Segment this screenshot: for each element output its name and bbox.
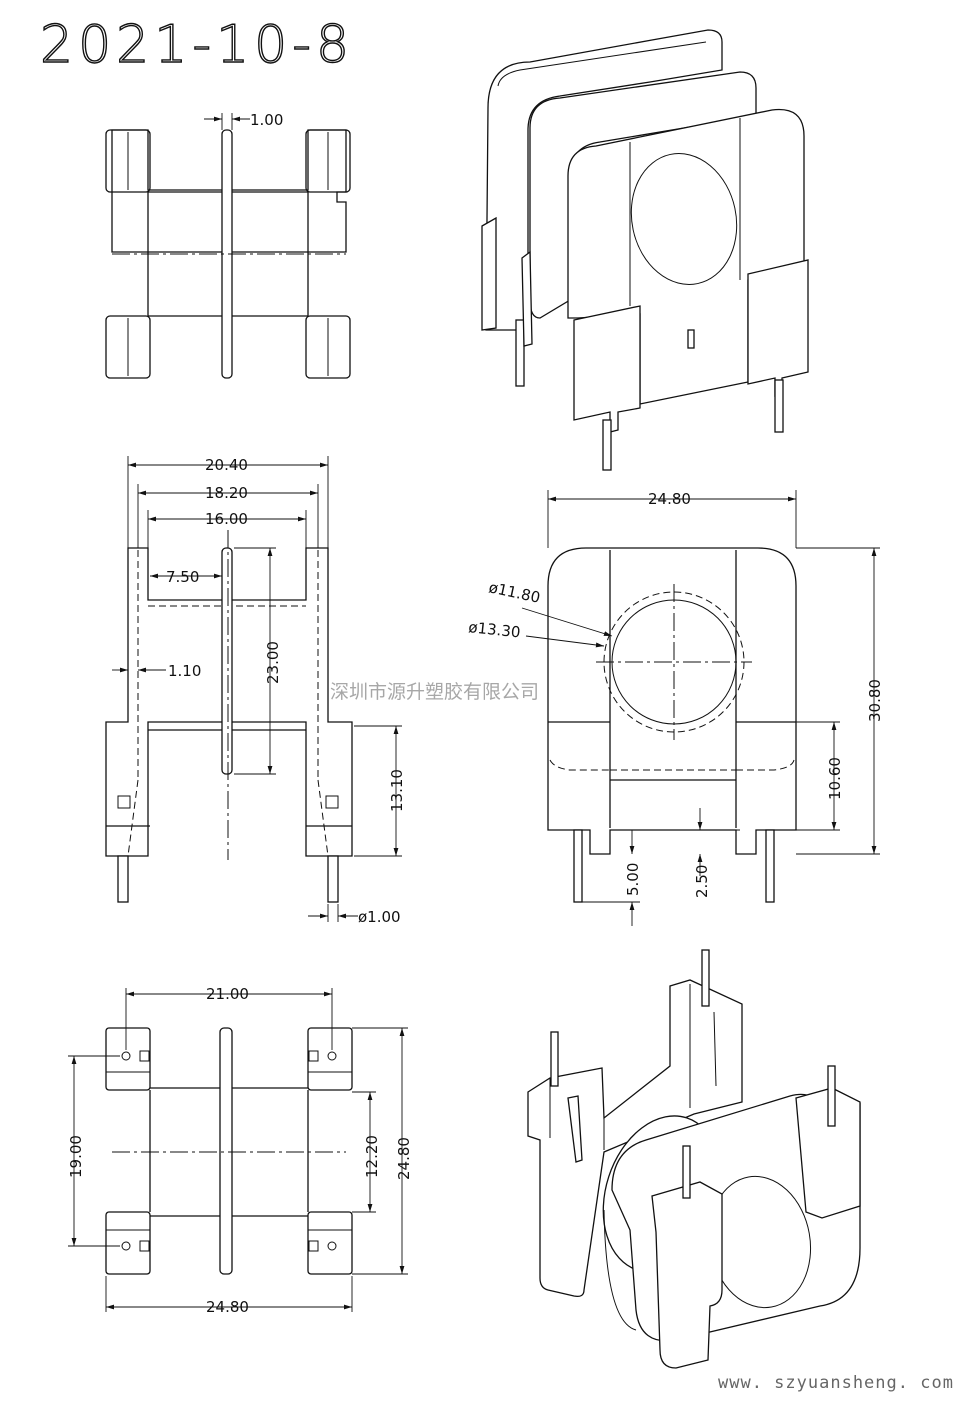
dim-half-width: 7.50 xyxy=(166,568,199,586)
dim-pin-pitch-x: 21.00 xyxy=(206,985,249,1003)
dim-base-depth: 24.80 xyxy=(395,1137,413,1180)
company-website: www. szyuansheng. com xyxy=(718,1373,954,1393)
dim-bore-outer: ø13.30 xyxy=(468,618,522,641)
iso-view-bottom xyxy=(527,949,861,1369)
dim-wall: 1.10 xyxy=(168,662,201,680)
dim-base-width: 24.80 xyxy=(206,1298,249,1316)
dim-winding-height: 23.00 xyxy=(264,641,282,684)
dim-flange-thickness: 1.00 xyxy=(250,111,283,129)
bottom-view: 21.00 19.00 12.20 24.80 24.80 xyxy=(67,985,413,1316)
dim-front-height: 30.80 xyxy=(866,679,884,722)
front-view-middle: 24.80 ø11.80 ø13.30 30.80 10.60 5.00 2.5… xyxy=(468,490,884,926)
drawing-date: 2021-10-8 xyxy=(40,15,354,75)
company-watermark: 深圳市源升塑胶有限公司 xyxy=(330,681,539,703)
dim-pin-dia: ø1.00 xyxy=(358,908,401,926)
dim-pin-length: 5.00 xyxy=(624,863,642,896)
dim-pin-height: 13.10 xyxy=(388,769,406,812)
dim-front-width: 24.80 xyxy=(648,490,691,508)
dim-base-inner: 12.20 xyxy=(363,1135,381,1178)
dim-winding-width: 16.00 xyxy=(205,510,248,528)
dim-pin-pitch-y: 19.00 xyxy=(67,1135,85,1178)
iso-view-top xyxy=(481,29,809,471)
dim-slot-height: 10.60 xyxy=(826,757,844,800)
dim-inner-width: 18.20 xyxy=(205,484,248,502)
dim-standoff: 2.50 xyxy=(693,865,711,898)
section-view-middle: 20.40 18.20 16.00 7.50 1.10 23.00 13.10 … xyxy=(105,456,406,926)
dim-bore-inner: ø11.80 xyxy=(487,578,542,606)
side-view-top: 1.00 xyxy=(105,111,351,379)
dim-overall-width: 20.40 xyxy=(205,456,248,474)
